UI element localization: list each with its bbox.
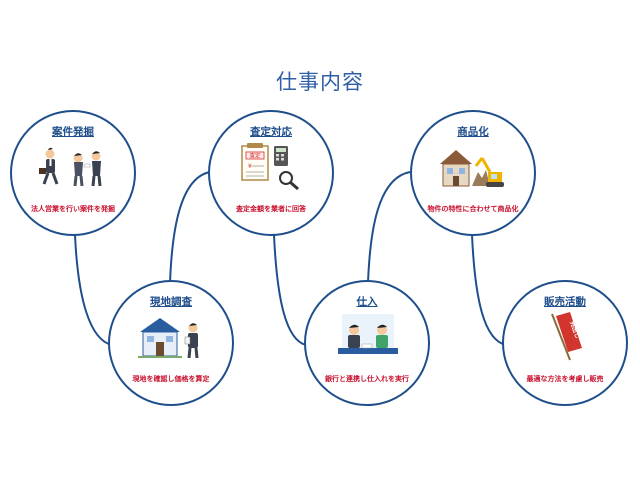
yen-mark-text: ¥ [248, 163, 252, 170]
step-node-6: 販売活動 売出し 最適な方法を考慮し販売 [502, 280, 628, 406]
step-title: 案件発掘 [52, 126, 94, 138]
step-description: 法人営業を行い案件を発掘 [31, 205, 115, 213]
step-description: 物件の特性に合わせて商品化 [427, 205, 519, 213]
step-node-5: 商品化 物件の特性に合わせて商品化 [410, 110, 536, 236]
step-title: 商品化 [457, 126, 489, 138]
connector-3-4 [273, 234, 307, 346]
step-description: 現地を確認し価格を算定 [132, 375, 210, 383]
step-description: 銀行と連携し仕入れを実行 [325, 375, 409, 383]
step-description: 査定金額を業者に回答 [236, 205, 306, 213]
step-title: 現地調査 [150, 296, 192, 308]
step-title: 販売活動 [544, 296, 586, 308]
consultation-icon [338, 314, 398, 354]
connector-5-6 [471, 234, 507, 346]
step-title: 仕入 [356, 296, 378, 308]
step-node-2: 現地調査 現地を確認し価格を算定 [108, 280, 234, 406]
connector-1-2 [74, 234, 113, 346]
connector-2-3 [169, 171, 211, 284]
step-node-3: 査定対応 査定 ¥ 査定金額を業者に回答 [208, 110, 334, 236]
step-title: 査定対応 [250, 126, 292, 138]
page-title: 仕事内容 [276, 70, 364, 94]
sale-banner-icon: 売出し [551, 312, 582, 361]
document-stamp-text: 査定 [249, 152, 261, 160]
appraisal-document-icon: 査定 ¥ [241, 143, 299, 191]
business-meeting-icon [39, 147, 102, 187]
step-description: 最適な方法を考慮し販売 [526, 375, 604, 383]
house-inspection-icon [138, 318, 199, 359]
step-node-4: 仕入 銀行と連携し仕入れを実行 [304, 280, 430, 406]
demolition-renovation-icon [440, 150, 504, 187]
connector-4-5 [367, 171, 411, 284]
step-node-1: 案件発掘 法人営業を行い案件を発掘 [10, 110, 136, 236]
